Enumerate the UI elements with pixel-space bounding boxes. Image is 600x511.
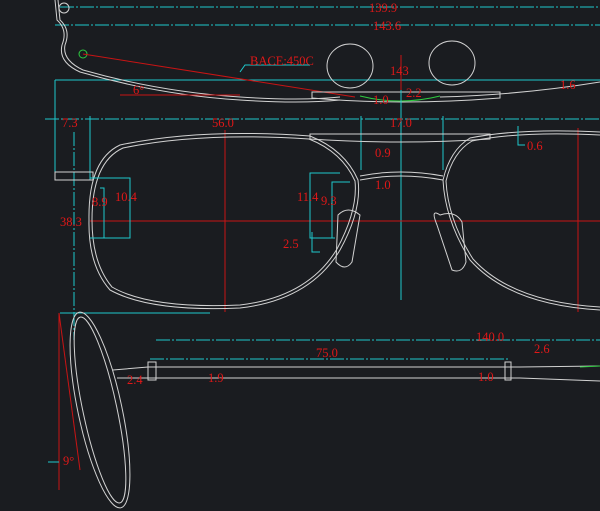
dim-hinge-height-outer: 10.4	[115, 190, 138, 204]
temple-top-outline	[54, 0, 341, 103]
nose-pad-left	[335, 209, 361, 268]
dim-lens-width: 56.0	[212, 116, 234, 130]
bridge-wire	[359, 171, 444, 181]
dim-overall-139-9: 139.9	[369, 1, 397, 15]
dim-top-bar-gap: 0.9	[375, 146, 391, 160]
material-note: BACE:450C	[250, 54, 314, 68]
lens-side-inner	[73, 316, 127, 504]
bridge-top-view	[311, 91, 501, 103]
nose-pad-right	[433, 212, 467, 272]
dim-9-3	[331, 181, 350, 238]
dim-tip-thickness: 2.6	[534, 342, 550, 356]
dim-pantoscopic-angle: 9°	[63, 454, 74, 468]
dim-pad-height-outer: 11.4	[297, 190, 319, 204]
angle-line	[58, 312, 81, 471]
dim-temple-length: 140.0	[476, 330, 504, 344]
right-lens-rim-inner	[445, 133, 600, 308]
dim-lens-height: 38.3	[60, 215, 82, 229]
top-view	[54, 0, 600, 300]
left-lens-rim	[88, 132, 360, 310]
dim-pad-offset: 2.5	[283, 237, 299, 251]
bridge-arc	[359, 95, 441, 102]
dim-bridge-width: 17.0	[390, 116, 412, 130]
dim-overall-143-6: 143.6	[373, 19, 401, 33]
nose-pad-top-right	[428, 40, 476, 86]
dim-2-5	[311, 232, 320, 253]
right-front-top	[439, 81, 600, 98]
dim-temple-straight: 75.0	[316, 346, 338, 360]
hinge-block	[147, 361, 157, 381]
note-leader	[239, 64, 310, 73]
left-lens-rim-inner	[91, 136, 356, 307]
dim-temple-end-thickness: 1.0	[478, 370, 494, 384]
temple-tip-joint	[504, 361, 512, 381]
dim-pad-height-inner: 9.3	[321, 194, 337, 208]
dimension-labels: 139.9 143.6 BACE:450C 143 6° 2.2 1.0 1.6…	[60, 1, 576, 468]
dim-0-6	[517, 126, 525, 146]
tip-marker	[579, 365, 600, 368]
dim-8-9	[100, 187, 105, 238]
dim-face-angle: 6°	[133, 83, 144, 97]
dim-temple-offset: 1.6	[560, 78, 576, 92]
reference-line	[82, 53, 356, 98]
hinge-marker	[78, 49, 88, 59]
dim-hinge-height-inner: 8.9	[92, 195, 108, 209]
hinge-endpiece	[54, 171, 94, 181]
side-view	[48, 311, 600, 509]
dim-11-4	[309, 172, 340, 239]
hinge-screw	[58, 2, 70, 14]
front-view	[45, 116, 600, 340]
dim-10-4	[90, 177, 131, 239]
dim-bridge-wire: 1.0	[375, 178, 391, 192]
dim-rim-thickness: 0.6	[527, 139, 543, 153]
dim-endpiece: 7.3	[62, 116, 78, 130]
nose-pad-top-left	[326, 43, 374, 89]
temple-top-outline-inner	[57, 0, 341, 100]
dim-temple-thickness: 1.9	[208, 371, 224, 385]
temple-side	[112, 365, 600, 382]
dim-hinge-thickness: 2.4	[127, 373, 143, 387]
dim-overall-143: 143	[390, 64, 409, 78]
dim-bridge-height: 2.2	[406, 86, 422, 100]
lens-side-outer	[69, 311, 131, 509]
top-bar	[309, 133, 491, 143]
dim-bridge-thickness: 1.0	[373, 93, 389, 107]
right-lens-rim	[442, 130, 600, 311]
